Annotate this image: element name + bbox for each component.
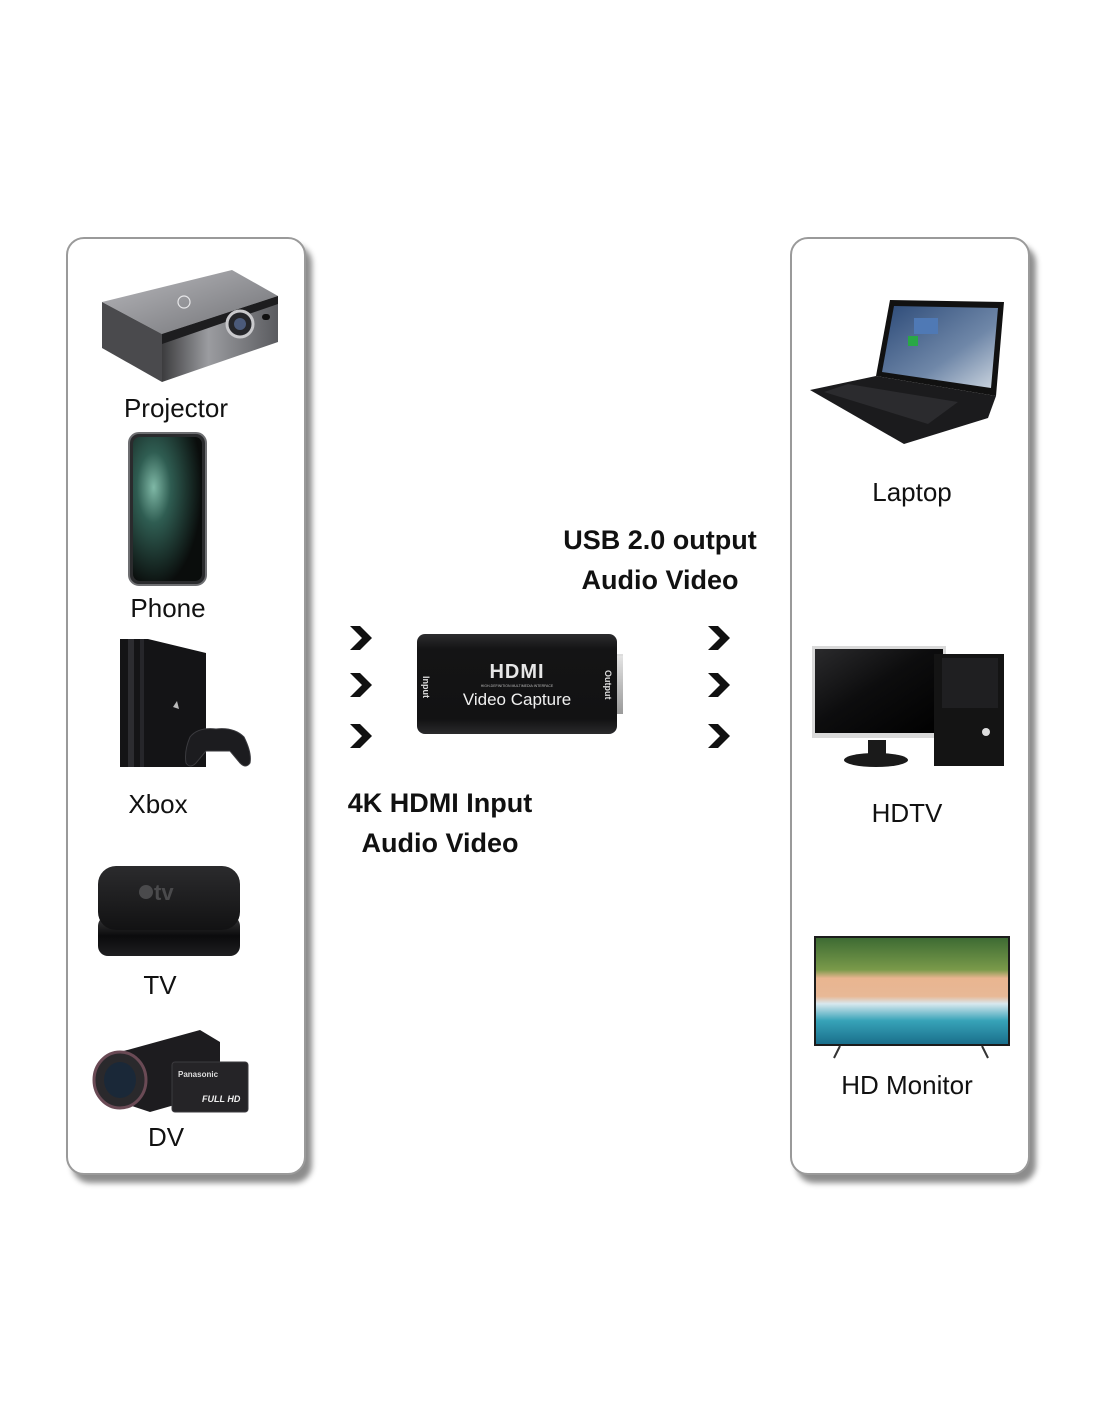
game-console-icon (120, 639, 251, 767)
input-caption: 4K HDMI Input Audio Video (300, 783, 580, 863)
device-label-tv: TV (143, 970, 177, 1000)
hd-monitor-icon (814, 936, 1010, 1059)
arrow-right-icon (708, 626, 730, 650)
arrow-right-icon (708, 673, 730, 697)
tv-box-icon: tv (98, 866, 240, 956)
camcorder-brand: Panasonic (178, 1070, 219, 1079)
device-label-hd-monitor: HD Monitor (841, 1070, 973, 1100)
camcorder-badge: FULL HD (202, 1094, 241, 1104)
device-brand: HDMI (489, 661, 544, 683)
input-caption-line1: 4K HDMI Input (347, 788, 533, 818)
arrow-right-icon (350, 673, 372, 697)
hdmi-capture-device: HDMI HIGH-DEFINITION MULTIMEDIA INTERFAC… (417, 634, 623, 734)
device-label-phone: Phone (130, 593, 206, 623)
arrow-right-icon (350, 626, 372, 650)
device-label-dv: DV (147, 1122, 185, 1152)
arrow-right-icon (350, 724, 372, 748)
device-label-hdtv: HDTV (871, 798, 943, 828)
device-label-xbox: Xbox (128, 789, 188, 819)
device-label-laptop: Laptop (872, 477, 952, 507)
input-port-label: Input (421, 676, 431, 698)
output-caption: USB 2.0 output Audio Video (520, 520, 800, 600)
camcorder-icon: Panasonic FULL HD (92, 1030, 249, 1113)
output-caption-line2: Audio Video (581, 565, 739, 595)
device-name: Video Capture (463, 690, 571, 709)
arrow-right-icon (708, 724, 730, 748)
output-port-label: Output (603, 670, 613, 700)
projector-icon (102, 270, 278, 382)
output-caption-line1: USB 2.0 output (563, 525, 757, 555)
tv-box-logo: tv (154, 880, 174, 905)
input-caption-line2: Audio Video (361, 828, 519, 858)
device-label-projector: Projector (123, 393, 229, 423)
laptop-icon (810, 300, 1004, 444)
desktop-computer-icon (812, 646, 1004, 767)
device-brand-subtitle: HIGH-DEFINITION MULTIMEDIA INTERFACE (481, 684, 554, 688)
phone-icon (128, 432, 207, 586)
